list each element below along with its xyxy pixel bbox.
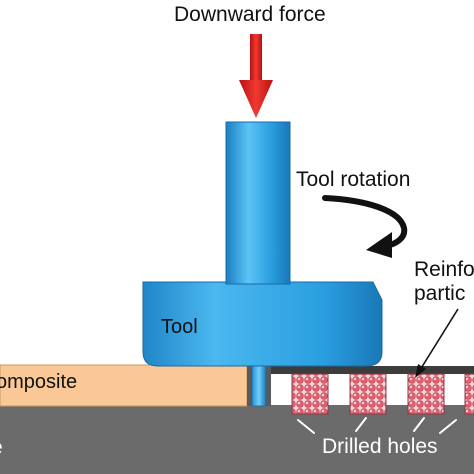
composite-layer	[0, 364, 248, 407]
reinforcement-pointer	[415, 308, 459, 378]
rotation-arrow	[322, 195, 408, 258]
tool-pin	[251, 360, 267, 407]
drilled-holes-group	[291, 373, 474, 415]
drilled-holes-label: Drilled holes	[322, 435, 438, 458]
drilled-hole	[291, 373, 329, 415]
tool-shoulder	[142, 281, 383, 367]
drilled-hole	[349, 373, 387, 415]
reinforcement-label-line2: partic	[414, 282, 466, 305]
substrate-block	[0, 405, 474, 474]
downward-force-label: Downward force	[174, 3, 326, 26]
reinforcement-label-line1: Reinfo	[414, 258, 474, 281]
substrate-label: e	[0, 437, 3, 458]
composite-label: omposite	[0, 371, 78, 393]
drilled-holes-ticks	[297, 417, 457, 434]
tool-label: Tool	[161, 316, 198, 338]
surface-strip	[246, 366, 474, 374]
drilled-hole	[407, 373, 445, 415]
drilled-hole	[464, 373, 474, 415]
downward-force-arrow	[239, 34, 273, 118]
tool-rotation-label: Tool rotation	[296, 168, 411, 191]
tool-shank	[225, 121, 291, 285]
